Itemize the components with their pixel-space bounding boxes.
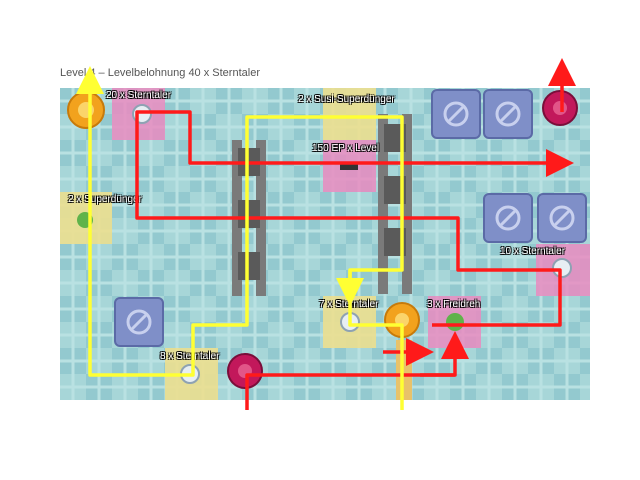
game-board: 20 x Sterntaler 2 x Susi-Superdünger 150… [60,88,590,400]
reward-label-ep: 150 EP x Level [312,143,380,154]
red-path-b [135,110,574,327]
forbidden-block-icon [483,193,533,243]
reward-label-susi: 2 x Susi-Superdünger [298,94,395,105]
level-caption: Level 4 – Levelbelohnung 40 x Sterntaler [60,67,260,79]
yellow-path [76,66,404,410]
reward-label-superduenger: 2 x Superdünger [68,194,142,205]
reward-label-sterntaler-10: 10 x Sterntaler [500,246,566,257]
coin-icon [552,258,572,278]
reward-label-sterntaler-20: 20 x Sterntaler [106,90,172,101]
red-path-a [245,331,469,410]
yellow-tile [323,88,376,140]
forbidden-block-icon [431,89,481,139]
forbidden-block-icon [483,89,533,139]
rose-token-icon [227,353,263,389]
reward-label-sterntaler-8: 8 x Sterntaler [160,351,220,362]
board-tiles [60,88,590,400]
hat-icon [340,162,358,170]
forbidden-block-icon [537,193,587,243]
reward-label-freidreh: 3 x Freidreh [427,299,481,310]
forbidden-block-icon [114,297,164,347]
